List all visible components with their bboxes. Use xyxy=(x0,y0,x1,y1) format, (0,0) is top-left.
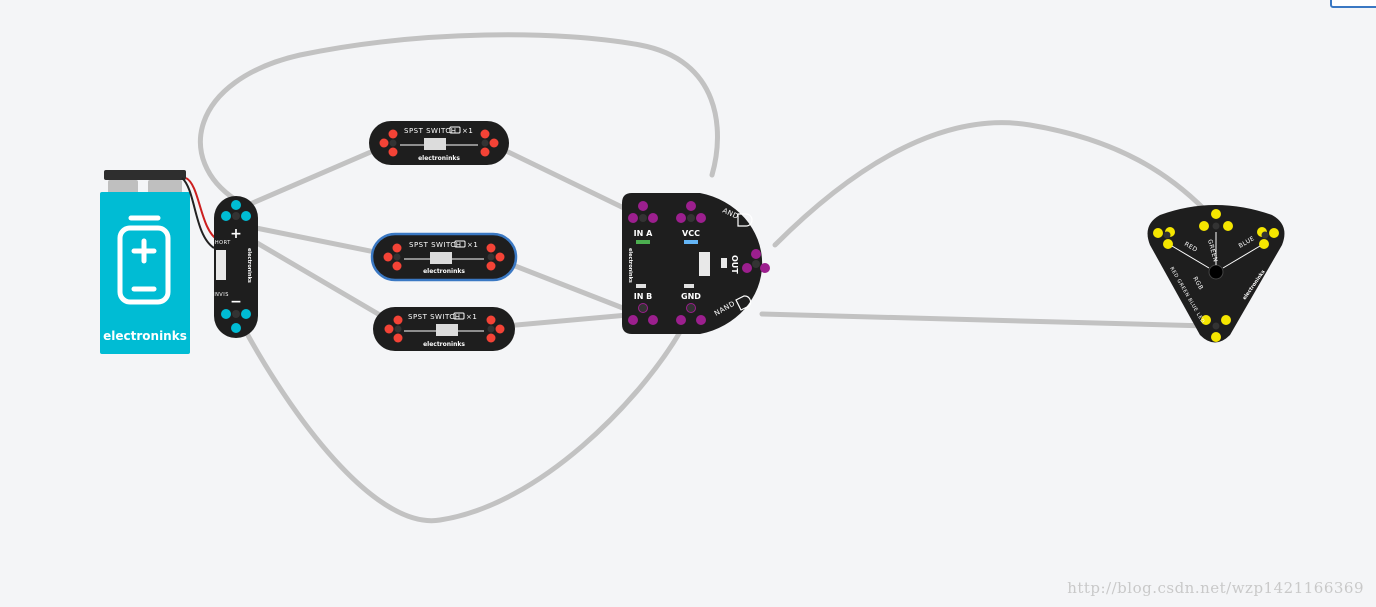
wire-battery-to-gate-gnd[interactable] xyxy=(242,327,683,524)
switch-actuator[interactable] xyxy=(424,138,446,150)
gate-led-gnd xyxy=(684,284,694,288)
switch-right-pins[interactable] xyxy=(486,243,505,271)
switch-left-pins[interactable] xyxy=(384,315,403,343)
wire-battery-to-switch1[interactable] xyxy=(245,145,383,208)
selection-box-edge[interactable] xyxy=(1330,0,1376,8)
led-blue-pins[interactable] xyxy=(1257,227,1279,249)
switch-actuator[interactable] xyxy=(436,324,458,336)
spst-switch-1[interactable]: SPST SWITCH ×1 electroninks xyxy=(369,121,509,165)
switch-left-pins[interactable] xyxy=(383,243,402,271)
battery-red-lead xyxy=(185,177,219,241)
gate-mode-switch[interactable] xyxy=(699,252,710,276)
switch-label: SPST SWITCH xyxy=(408,313,461,321)
gate-in-a-pins[interactable] xyxy=(628,201,658,223)
battery-module[interactable]: electroninks xyxy=(100,170,219,354)
gate-led-in-b xyxy=(636,284,646,288)
gate-gnd-pins[interactable] xyxy=(676,303,706,325)
battery-terminal-right xyxy=(148,180,182,194)
switch-brand: electroninks xyxy=(423,341,465,348)
gate-label-in-a: IN A xyxy=(634,229,653,238)
gate-led-vcc xyxy=(684,240,698,244)
rgb-led-board[interactable]: RED GREEN BLUE RGB RED GREEN BLUE LED el… xyxy=(1147,205,1285,343)
gate-vcc-pins[interactable] xyxy=(676,201,706,223)
spst-switch-3[interactable]: SPST SWITCH ×1 electroninks xyxy=(373,307,515,351)
connector-minus: − xyxy=(230,294,242,310)
switch-right-pins[interactable] xyxy=(486,315,505,343)
led-bulb xyxy=(1208,264,1224,280)
switch-count: ×1 xyxy=(467,241,478,249)
wires xyxy=(198,32,1211,524)
switch-toggle-icon xyxy=(454,240,466,248)
and-gate-icon xyxy=(737,213,753,227)
battery-brand: electroninks xyxy=(103,329,187,343)
spst-switch-2[interactable]: SPST SWITCH ×1 electroninks xyxy=(370,232,518,282)
wire-battery-to-switch3[interactable] xyxy=(249,237,388,321)
wire-switch2-to-gate[interactable] xyxy=(502,259,631,313)
switch-label: SPST SWITCH xyxy=(404,127,457,135)
connector-bottom-pins[interactable] xyxy=(221,309,251,333)
gate-label-in-b: IN B xyxy=(634,292,653,301)
switch-toggle-icon xyxy=(453,312,465,320)
led-traces xyxy=(1171,232,1261,269)
switch-right-pins[interactable] xyxy=(480,129,499,157)
switch-actuator[interactable] xyxy=(430,252,452,264)
switch-brand: electroninks xyxy=(423,268,465,275)
gate-board-body xyxy=(622,193,763,334)
switch-brand: electroninks xyxy=(418,155,460,162)
led-green-pins[interactable] xyxy=(1199,209,1233,231)
connector-label-bottom: INVIS xyxy=(213,292,229,298)
battery-cap xyxy=(104,170,186,180)
gate-brand: electroninks xyxy=(627,248,633,283)
gate-label-gnd: GND xyxy=(681,292,701,301)
connector-brand: electroninks xyxy=(246,248,252,283)
switch-left-pins[interactable] xyxy=(379,129,398,157)
connector-label-top: SHORT xyxy=(211,240,231,246)
gate-label-vcc: VCC xyxy=(682,229,700,238)
nand-gate-icon xyxy=(735,295,752,311)
switch-toggle-icon xyxy=(449,126,461,134)
gate-out-led xyxy=(721,258,727,268)
connector-slide-switch[interactable] xyxy=(216,250,226,280)
battery-icon xyxy=(117,215,171,305)
wire-switch3-to-gate[interactable] xyxy=(502,312,631,329)
switch-count: ×1 xyxy=(462,127,473,135)
battery-terminal-left xyxy=(108,180,138,194)
switch-label: SPST SWITCH xyxy=(409,241,462,249)
battery-black-lead xyxy=(181,177,215,249)
battery-connector-board[interactable]: + − SHORT INVIS electroninks xyxy=(211,196,258,338)
gate-out-pins[interactable] xyxy=(742,249,770,273)
gate-in-b-pins[interactable] xyxy=(628,303,658,325)
connector-top-pins[interactable] xyxy=(221,200,251,221)
led-gnd-pins[interactable] xyxy=(1201,315,1231,342)
wire-switch1-to-gate[interactable] xyxy=(497,145,631,213)
gate-label-out: OUT xyxy=(730,255,739,274)
logic-gate-board[interactable]: IN A VCC IN B GND OUT AND NAND electroni… xyxy=(622,193,770,334)
wire-gate-out-to-led-red[interactable] xyxy=(772,120,1208,248)
wire-battery-to-switch2[interactable] xyxy=(253,225,388,257)
wire-gate-to-led-gnd[interactable] xyxy=(759,311,1211,329)
watermark: http://blog.csdn.net/wzp1421166369 xyxy=(1067,579,1364,597)
wire-battery-to-gate-vcc[interactable] xyxy=(198,32,720,203)
connector-board-body xyxy=(214,196,258,338)
gate-led-in-a xyxy=(636,240,650,244)
led-red-pins[interactable] xyxy=(1153,227,1175,249)
switch-count: ×1 xyxy=(466,313,477,321)
connector-plus: + xyxy=(230,226,242,242)
